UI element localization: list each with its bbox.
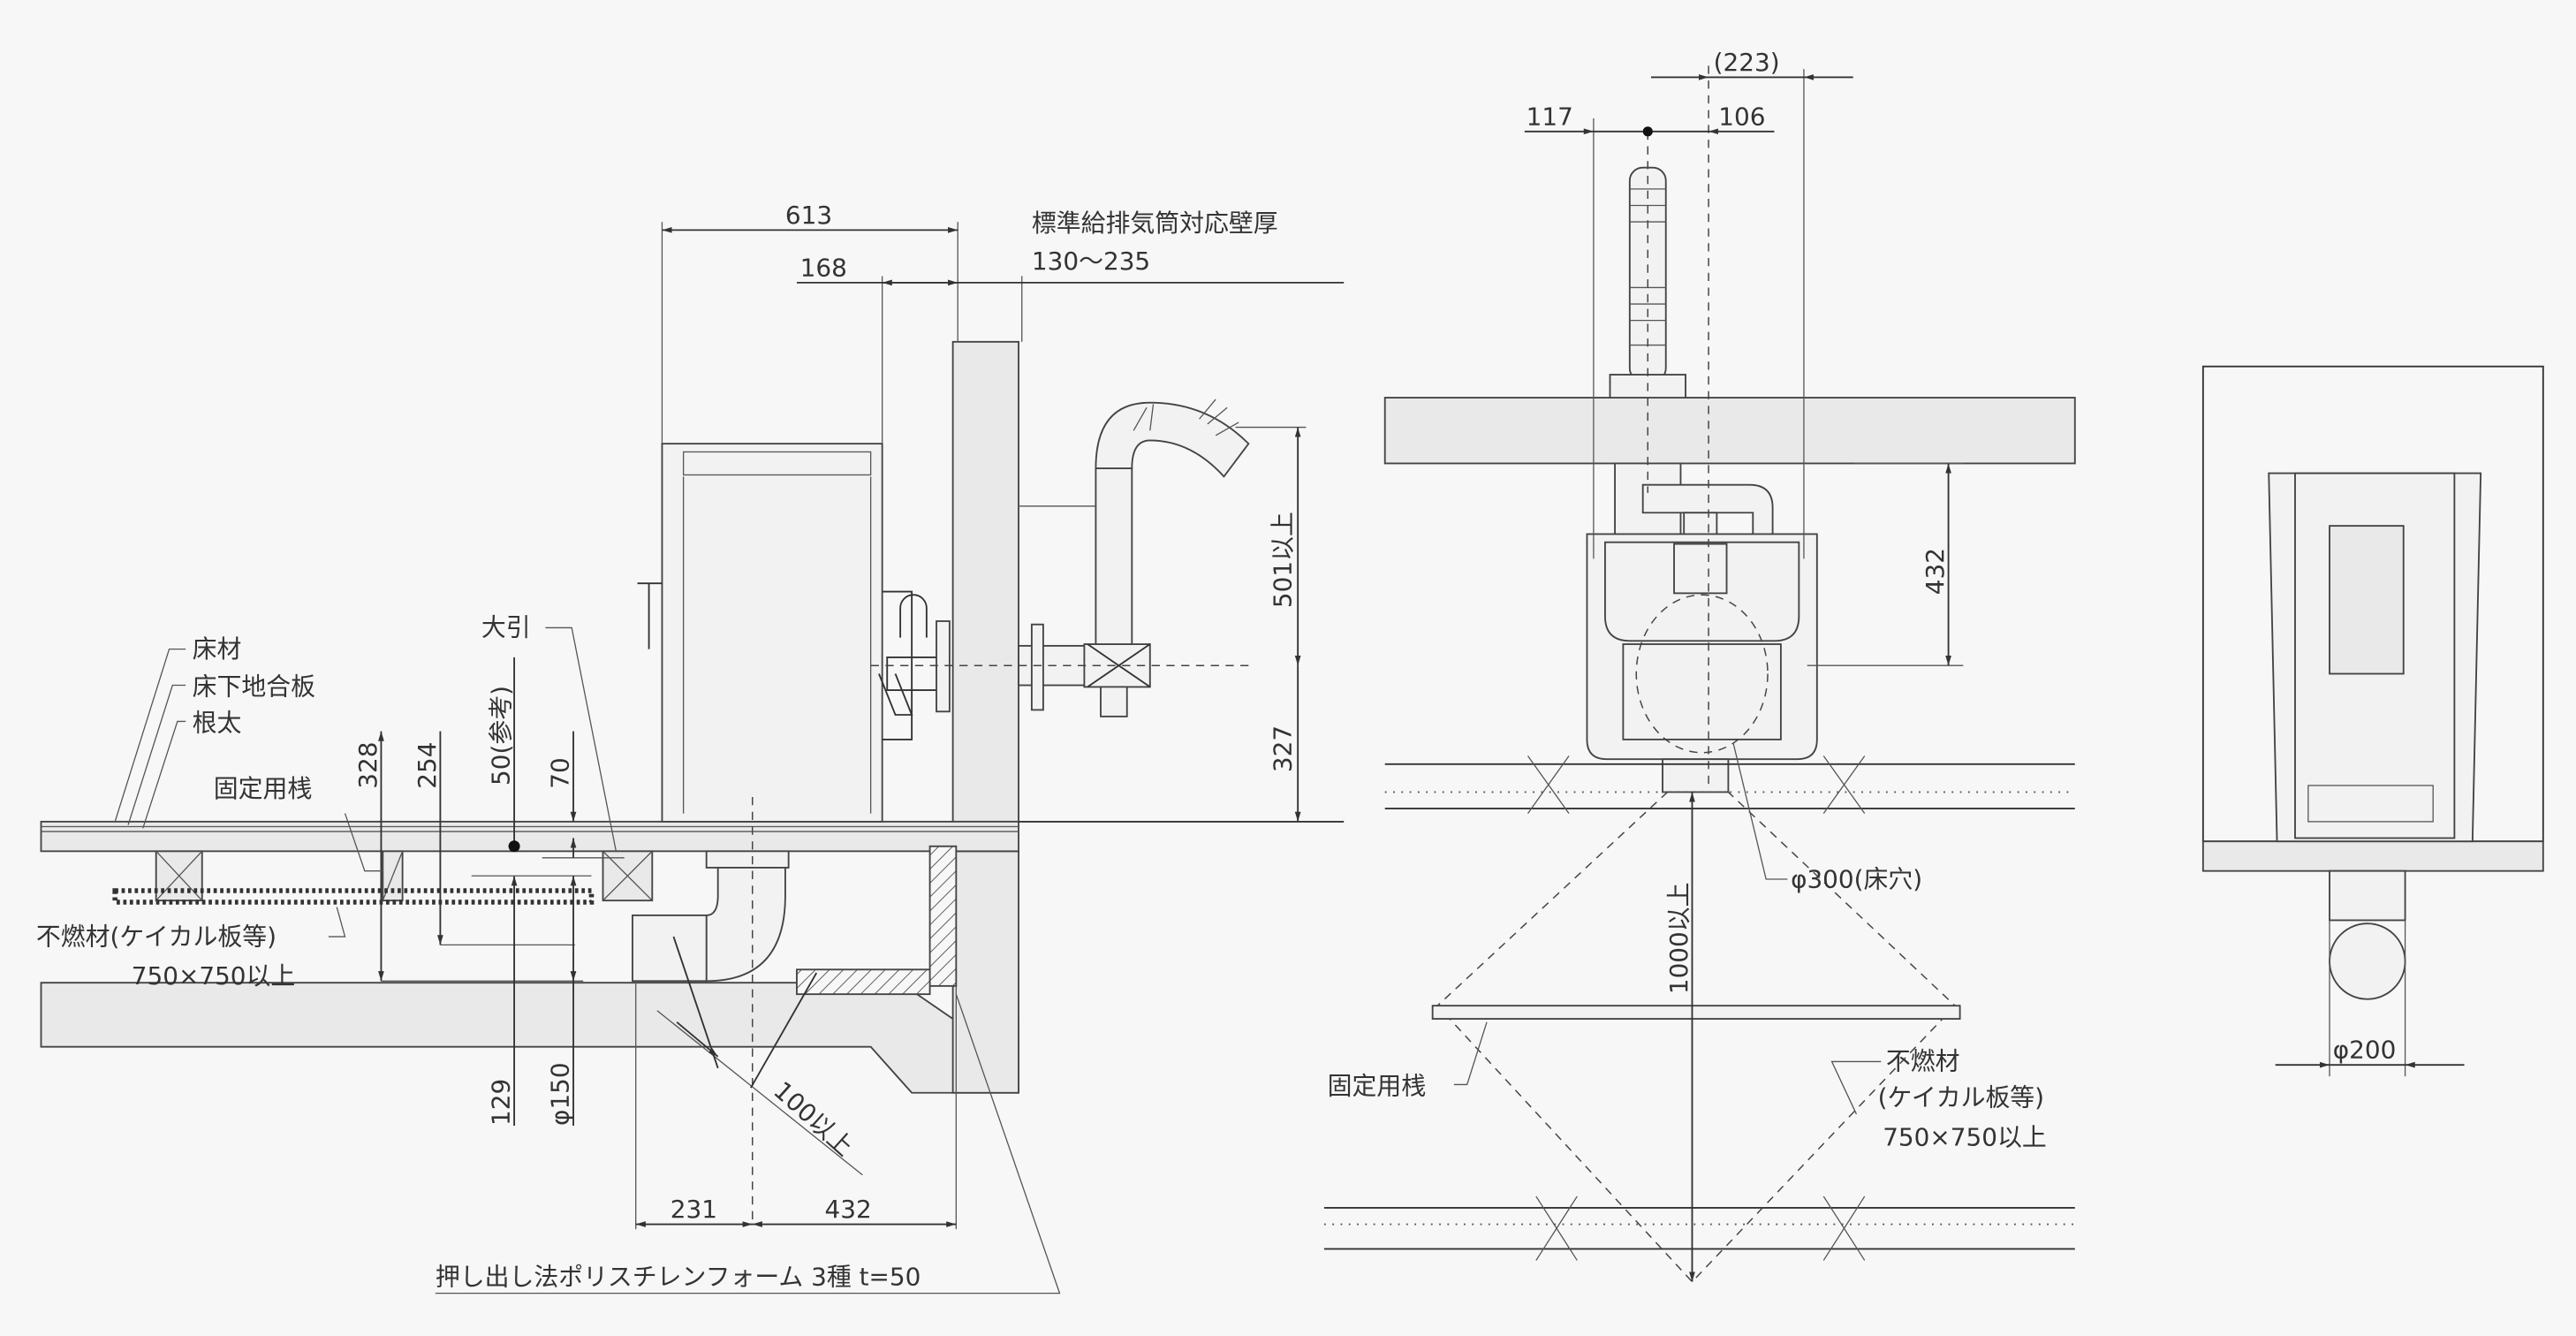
front-view: φ200: [2201, 365, 2544, 1077]
dim-100: 100以上: [768, 1075, 859, 1161]
dim-129: 129: [487, 1079, 516, 1126]
dim-432: 432: [825, 1195, 872, 1224]
noncombustible-area: [1436, 791, 1957, 1283]
wall-thickness-label: 標準給排気筒対応壁厚: [1032, 209, 1278, 238]
label-noncombustible-size: 750×750以上: [132, 961, 296, 991]
label-joist: 根太: [193, 709, 242, 738]
label-noncombustible-top: 不燃材: [1886, 1047, 1960, 1076]
label-noncombustible-size-top: 750×750以上: [1883, 1122, 2047, 1151]
label-fixing: 固定用桟: [214, 774, 312, 803]
dim-1000: 1000以上: [1664, 882, 1693, 994]
reference-point: [508, 840, 520, 853]
stove-side: [637, 443, 951, 823]
dim-117: 117: [1527, 102, 1573, 131]
dim-phi150: φ150: [545, 1062, 574, 1126]
noncombustible-board: [112, 888, 595, 905]
wall-thickness-range: 130〜235: [1032, 247, 1150, 276]
dim-328: 328: [353, 741, 383, 788]
label-subfloor: 床下地合板: [193, 672, 315, 702]
dim-223: (223): [1714, 48, 1780, 77]
ceiling: [1383, 397, 2076, 465]
duct-circle: [2329, 922, 2406, 1000]
dim-168: 168: [800, 253, 847, 282]
label-beam: 大引: [481, 613, 531, 642]
exhaust-pipe: [1018, 399, 1250, 717]
label-floor-hole: φ300(床穴): [1791, 864, 1922, 893]
top-view: (223) 117 106 432 1000以上 φ300(床穴) 固定用桟 不…: [1323, 48, 2076, 1283]
front-floor: [2201, 840, 2544, 872]
foundation: [40, 982, 1019, 1094]
dim-613: 613: [785, 201, 832, 230]
fixing-plank: [1431, 1005, 1961, 1020]
dim-501: 501以上: [1269, 512, 1298, 608]
dim-106: 106: [1718, 102, 1765, 131]
floor-elbow-pipe: [632, 850, 790, 983]
label-fixing-top: 固定用桟: [1328, 1072, 1426, 1101]
label-insulation: 押し出し法ポリスチレンフォーム 3種 t=50: [436, 1262, 921, 1291]
wall: [951, 340, 1019, 823]
side-view: 613 168 標準給排気筒対応壁厚 130〜235 501以上 327 328…: [36, 201, 1345, 1294]
flue-pipe-top: [1609, 166, 1774, 539]
dim-327: 327: [1269, 725, 1298, 772]
floor-hole-outline: [1635, 594, 1769, 754]
dim-50: 50(参考): [487, 686, 516, 786]
label-floor: 床材: [193, 634, 242, 664]
label-noncombustible: 不燃材(ケイカル板等): [36, 922, 277, 951]
dim-254: 254: [413, 741, 442, 788]
wall-lower: [951, 850, 1019, 1094]
dim-70: 70: [545, 757, 574, 788]
dim-231: 231: [671, 1195, 717, 1224]
labels: 床材 床下地合板 根太 大引 固定用桟 不燃材(ケイカル板等) 750×750以…: [36, 613, 1061, 1294]
control-panel: [1673, 543, 1728, 595]
dim-432-top: 432: [1921, 548, 1950, 595]
dim-phi200: φ200: [2333, 1036, 2397, 1065]
label-noncombustible-top-2: (ケイカル板等): [1878, 1083, 2044, 1112]
insulation: [928, 845, 958, 987]
